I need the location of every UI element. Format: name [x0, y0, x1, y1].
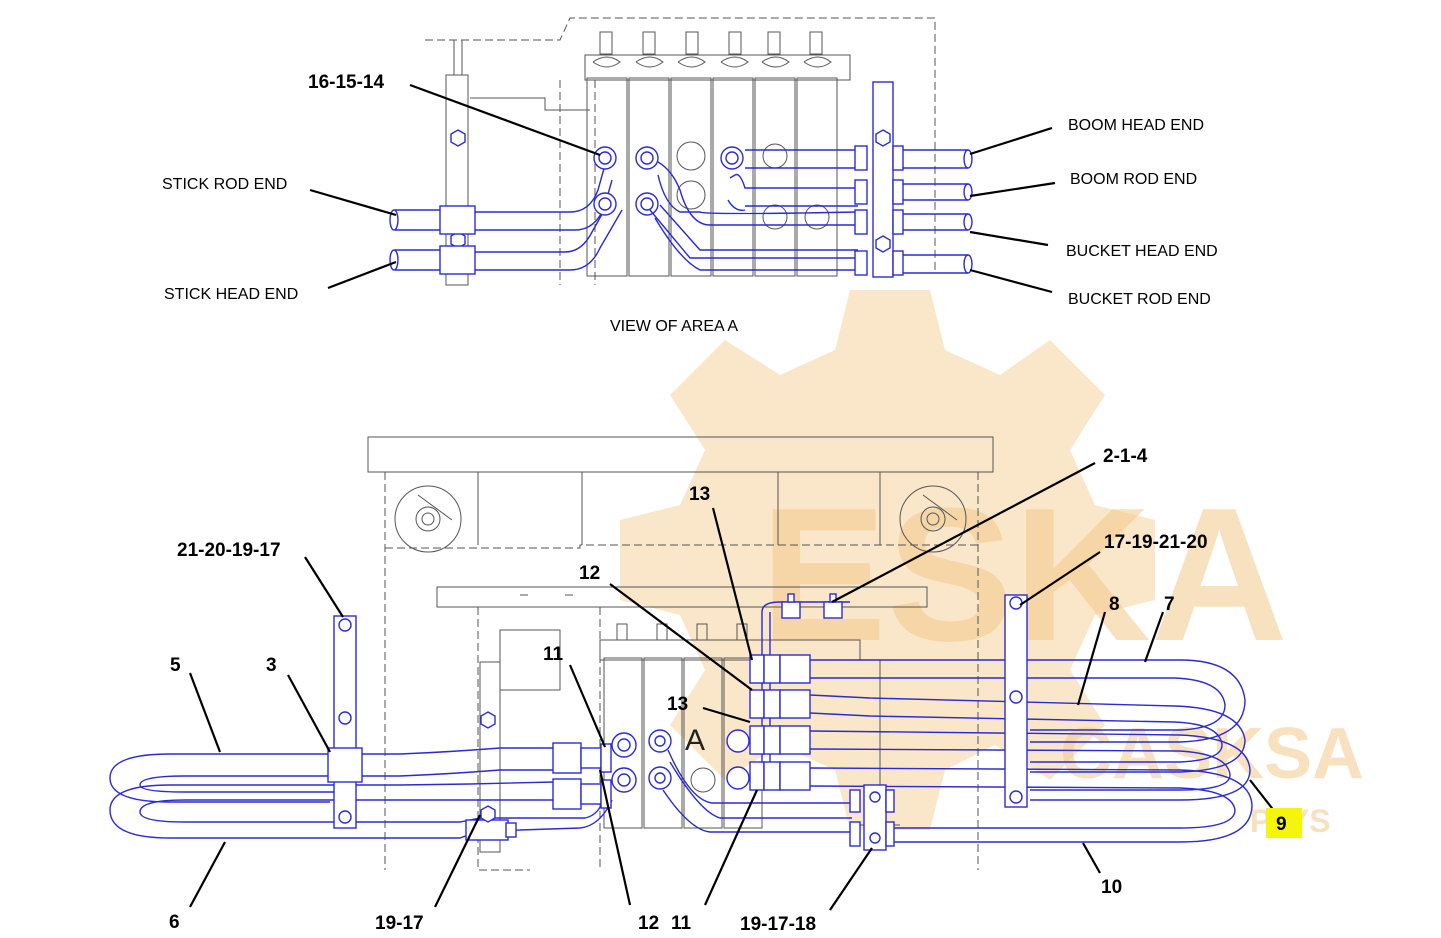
label-boom-rod-end: BOOM ROD END [1070, 171, 1197, 188]
label-bucket-head-end: BUCKET HEAD END [1066, 243, 1218, 260]
callout-7: 7 [1164, 594, 1175, 615]
callout-11-top: 11 [543, 644, 564, 665]
label-bucket-rod-end: BUCKET ROD END [1068, 291, 1211, 308]
callout-8: 8 [1109, 594, 1120, 615]
top-view-leaders [309, 83, 1056, 294]
callout-11-bottom: 11 [671, 913, 692, 934]
callout-12-bottom: 12 [638, 913, 659, 934]
watermark-brand: ESKA CASKSA PLYS [760, 469, 1364, 839]
callout-17-19-21-20: 17-19-21-20 [1104, 532, 1208, 553]
callout-12-top: 12 [579, 563, 600, 584]
label-boom-head-end: BOOM HEAD END [1068, 117, 1204, 134]
callout-2-1-4: 2-1-4 [1103, 446, 1148, 467]
top-view-hoses [389, 81, 973, 278]
bottom-view-hoses [109, 593, 1253, 851]
callout-3: 3 [266, 655, 277, 676]
callout-6: 6 [169, 912, 180, 933]
callout-10: 10 [1101, 877, 1122, 898]
label-stick-rod-end: STICK ROD END [162, 176, 287, 193]
top-view-structure [425, 17, 936, 286]
callout-13-top: 13 [689, 484, 710, 505]
callout-5: 5 [170, 655, 181, 676]
callout-13-mid: 13 [667, 694, 688, 715]
callout-19-17-18: 19-17-18 [740, 914, 816, 935]
bottom-view-leaders [188, 462, 1276, 911]
callout-9: 9 [1276, 814, 1287, 835]
callout-9-highlight [1266, 808, 1302, 838]
view-caption: VIEW OF AREA A [610, 318, 738, 335]
callout-19-17: 19-17 [375, 913, 424, 934]
top-part-callout: 16-15-14 [308, 72, 384, 93]
watermark-sub-text: CASKSA [1060, 714, 1364, 794]
label-stick-head-end: STICK HEAD END [164, 286, 298, 303]
area-marker: A [685, 724, 705, 757]
callout-21-20-19-17: 21-20-19-17 [177, 540, 281, 561]
